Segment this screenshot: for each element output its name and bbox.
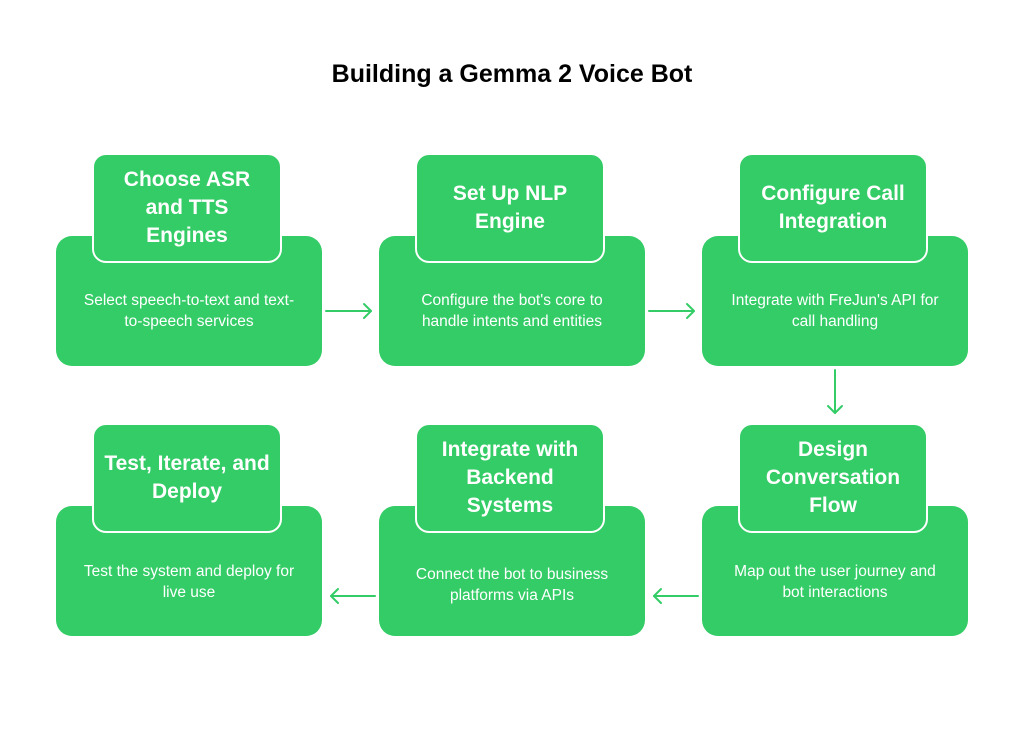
step-1-description: Select speech-to-text and text-to-speech… xyxy=(83,292,295,330)
diagram-title: Building a Gemma 2 Voice Bot xyxy=(331,60,693,88)
step-4-title: Design Conversation Flow xyxy=(765,438,901,517)
step-5-header: Integrate with Backend Systems xyxy=(415,423,605,533)
step-2-title: Set Up NLP Engine xyxy=(452,182,568,233)
arrow-right-1-2 xyxy=(325,303,372,319)
step-6-description: Test the system and deploy for live use xyxy=(83,563,295,601)
step-3-header: Configure Call Integration xyxy=(738,153,928,263)
step-4-header: Design Conversation Flow xyxy=(738,423,928,533)
step-6-title: Test, Iterate, and Deploy xyxy=(104,452,270,503)
step-3-title: Configure Call Integration xyxy=(761,182,905,233)
step-1-header: Choose ASR and TTS Engines xyxy=(92,153,282,263)
arrow-down-3-4 xyxy=(827,369,843,414)
arrow-left-4-5 xyxy=(653,588,699,604)
step-4-description: Map out the user journey and bot interac… xyxy=(734,563,936,601)
step-5-description: Connect the bot to business platforms vi… xyxy=(415,566,609,604)
step-6-header: Test, Iterate, and Deploy xyxy=(92,423,282,533)
step-5-title: Integrate with Backend Systems xyxy=(441,438,579,517)
step-2-header: Set Up NLP Engine xyxy=(415,153,605,263)
arrow-left-5-6 xyxy=(330,588,376,604)
step-1-title: Choose ASR and TTS Engines xyxy=(123,168,251,247)
step-2-description: Configure the bot's core to handle inten… xyxy=(421,292,603,330)
step-3-description: Integrate with FreJun's API for call han… xyxy=(731,292,939,330)
arrow-right-2-3 xyxy=(648,303,695,319)
